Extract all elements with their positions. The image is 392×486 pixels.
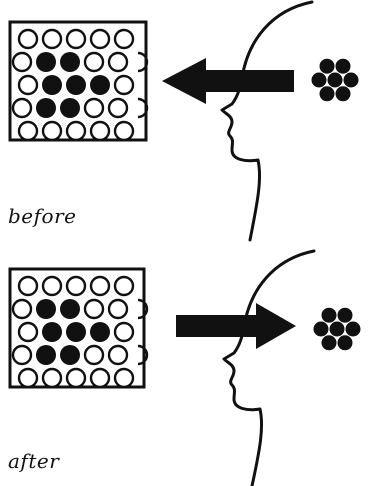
grid-circles [13,277,147,387]
open-circle [91,30,109,48]
dark-circle [60,299,80,319]
open-circle [43,369,61,387]
open-circle [115,277,133,295]
dark-circle [60,98,80,118]
mind-dot [320,86,335,101]
open-circle [109,53,127,71]
after-panel: after [0,243,392,486]
dark-circle [60,52,80,72]
open-circle [91,277,109,295]
mind-dot [338,335,353,350]
open-circle [67,30,85,48]
dark-circle [90,75,110,95]
open-circle [19,30,37,48]
open-circle [19,369,37,387]
open-circle [85,346,103,364]
dark-circle [36,345,56,365]
open-circle [67,369,85,387]
grid-circles [13,30,147,140]
open-circle [115,30,133,48]
open-circle [115,323,133,341]
open-circle [85,300,103,318]
open-circle [67,277,85,295]
open-circle [19,277,37,295]
open-circle [85,53,103,71]
mind-dots [312,59,359,102]
mind-dot [344,73,359,88]
open-circle [13,300,31,318]
open-circle [13,99,31,117]
dark-circle [90,322,110,342]
open-circle [115,76,133,94]
mind-dot [322,308,337,323]
circle-grid [10,269,147,387]
open-circle [19,323,37,341]
dark-circle [66,75,86,95]
open-circle [115,122,133,140]
mind-dot [346,322,361,337]
mind-dot [328,73,343,88]
open-circle [13,53,31,71]
open-circle [109,300,127,318]
caption-before: before [8,204,76,228]
open-circle [43,30,61,48]
open-circle [43,277,61,295]
open-circle [13,346,31,364]
dark-circle [36,299,56,319]
mind-dot [336,86,351,101]
open-circle [43,122,61,140]
mind-dot [336,59,351,74]
gaze-arrow-left [162,58,294,104]
head-outline [224,251,314,486]
arrow-head [162,58,206,104]
mind-dot [330,322,345,337]
caption-after: after [8,449,59,473]
open-circle [115,369,133,387]
circle-grid [10,22,147,140]
open-circle [19,122,37,140]
open-circle [109,99,127,117]
mind-dot [322,335,337,350]
mind-dot [320,59,335,74]
mind-dot [338,308,353,323]
open-circle [91,369,109,387]
dark-circle [66,322,86,342]
open-circle [109,346,127,364]
open-circle [19,76,37,94]
mind-dots [314,308,361,351]
open-circle [91,122,109,140]
dark-circle [36,52,56,72]
dark-circle [42,322,62,342]
dark-circle [36,98,56,118]
dark-circle [60,345,80,365]
head-outline [222,2,312,240]
partial-circle [138,300,147,318]
open-circle [85,99,103,117]
head-profile [224,251,314,486]
mind-dot [314,322,329,337]
mind-dot [312,73,327,88]
head-profile [222,2,312,240]
dark-circle [42,75,62,95]
arrow-head [256,303,296,349]
open-circle [67,122,85,140]
gaze-arrow-right [176,303,296,349]
before-panel: before [0,0,392,243]
